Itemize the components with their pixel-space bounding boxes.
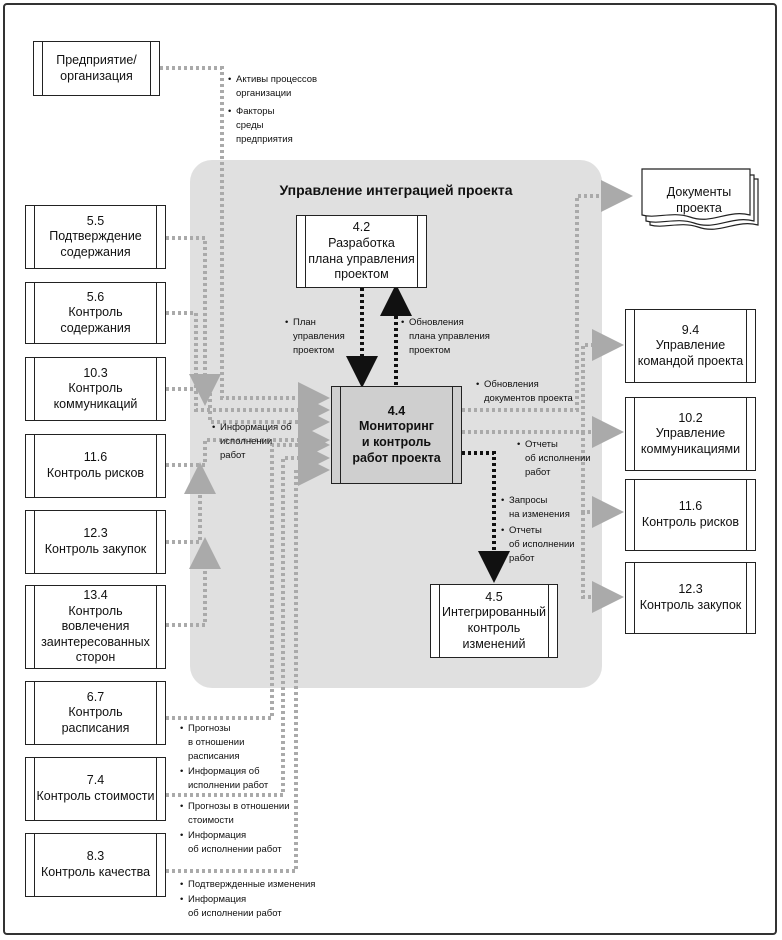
box-11-6-right-label: Контроль рисков [641,515,740,529]
label-factors: Факторы среды предприятия [228,105,293,146]
label-reports-right: Отчеты об исполнении работ [517,438,591,479]
box-5-5: 5.5 Подтверждение содержания [25,205,166,269]
box-7-4-label: Контроль стоимости [36,789,155,803]
flow-docs [462,180,633,412]
enterprise-box: Предприятие/ организация [33,41,160,96]
label-plan: План управления проектом [285,316,345,357]
box-10-2-num: 10.2 [678,410,703,425]
box-10-3: 10.3 Контроль коммуникаций [25,357,166,421]
flow-5-6 [166,311,330,426]
flow-12-3r [581,512,624,613]
box-11-6-right: 11.6 Контроль рисков [625,479,756,551]
box-12-3-right-label: Контроль закупок [639,598,742,612]
label-cost-forecast: Прогнозы в отношении стоимости [180,800,289,828]
diagram-frame [3,3,777,935]
flow-5-5 [166,236,221,406]
box-9-4-label: Управление командой проекта [637,338,744,368]
box-11-6-left: 11.6 Контроль рисков [25,434,166,498]
box-10-2-label: Управление коммуникациями [640,426,741,456]
label-assets: Активы процессов организации [228,73,317,101]
box-8-3: 8.3 Контроль качества [25,833,166,897]
flow-6-7 [166,429,330,720]
flow-enterprise [160,66,330,414]
box-6-7: 6.7 Контроль расписания [25,681,166,745]
box-7-4: 7.4 Контроль стоимости [25,757,166,821]
box-6-7-num: 6.7 [86,689,105,704]
box-4-4: 4.4 Мониторинг и контроль работ проекта [331,386,462,484]
box-9-4-num: 9.4 [681,322,700,337]
box-9-4: 9.4 Управление командой проекта [625,309,756,383]
flow-12-3 [166,462,216,544]
region-title: Управление интеграцией проекта [279,182,513,198]
box-10-2: 10.2 Управление коммуникациями [625,397,756,471]
box-4-2: 4.2 Разработка плана управления проектом [296,215,427,288]
box-12-3-left: 12.3 Контроль закупок [25,510,166,574]
box-4-4-label: Мониторинг и контроль работ проекта [352,419,441,465]
label-sched-info: Информация об исполнении работ [180,765,268,793]
label-quality-info: Информация об исполнении работ [180,893,282,921]
label-doc-updates: Обновления документов проекта [476,378,573,406]
box-5-6: 5.6 Контроль содержания [25,282,166,344]
box-10-3-num: 10.3 [83,365,108,380]
flow-10-3 [166,387,330,438]
box-13-4-num: 13.4 [83,587,108,602]
enterprise-label: Предприятие/ организация [56,52,137,83]
box-5-6-num: 5.6 [86,289,105,304]
box-11-6-right-num: 11.6 [678,499,703,514]
label-change-requests: Запросы на изменения [501,494,570,522]
box-5-6-label: Контроль содержания [60,305,131,335]
label-approved-changes: Подтвержденные изменения [180,878,315,892]
box-13-4-label: Контроль вовлечения заинтересованных сто… [41,603,150,665]
documents-label: Документы проекта [666,185,732,215]
box-11-6-left-label: Контроль рисков [46,466,145,480]
box-4-2-label: Разработка плана управления проектом [308,235,415,282]
box-10-3-label: Контроль коммуникаций [53,381,138,411]
box-6-7-label: Контроль расписания [61,705,130,735]
flow-13-4 [166,537,221,627]
box-4-4-num: 4.4 [387,403,406,418]
box-12-3-left-num: 12.3 [83,526,108,541]
label-work-info: Информация об исполнении работ [212,421,291,462]
box-12-3-left-label: Контроль закупок [44,542,147,556]
flow-change-requests [462,451,510,583]
box-5-5-label: Подтверждение содержания [49,229,142,259]
flow-8-3 [166,454,330,873]
box-4-5-label: Интегрированный контроль изменений [441,605,547,651]
box-11-6-left-num: 11.6 [83,450,108,465]
label-sched-forecast: Прогнозы в отношении расписания [180,722,244,763]
label-plan-updates: Обновления плана управления проектом [401,316,490,357]
box-4-5: 4.5 Интегрированный контроль изменений [430,584,558,658]
box-7-4-num: 7.4 [86,773,105,788]
box-13-4: 13.4 Контроль вовлечения заинтересованны… [25,585,166,669]
box-8-3-num: 8.3 [86,849,105,864]
box-8-3-label: Контроль качества [40,865,151,879]
label-reports-down: Отчеты об исполнении работ [501,524,575,565]
box-5-5-num: 5.5 [86,213,105,228]
documents-icon [641,168,759,230]
box-12-3-right: 12.3 Контроль закупок [625,562,756,634]
label-cost-info: Информация об исполнении работ [180,829,282,857]
box-4-2-num: 4.2 [352,220,371,235]
box-12-3-right-num: 12.3 [678,582,703,597]
box-4-5-num: 4.5 [485,589,503,604]
